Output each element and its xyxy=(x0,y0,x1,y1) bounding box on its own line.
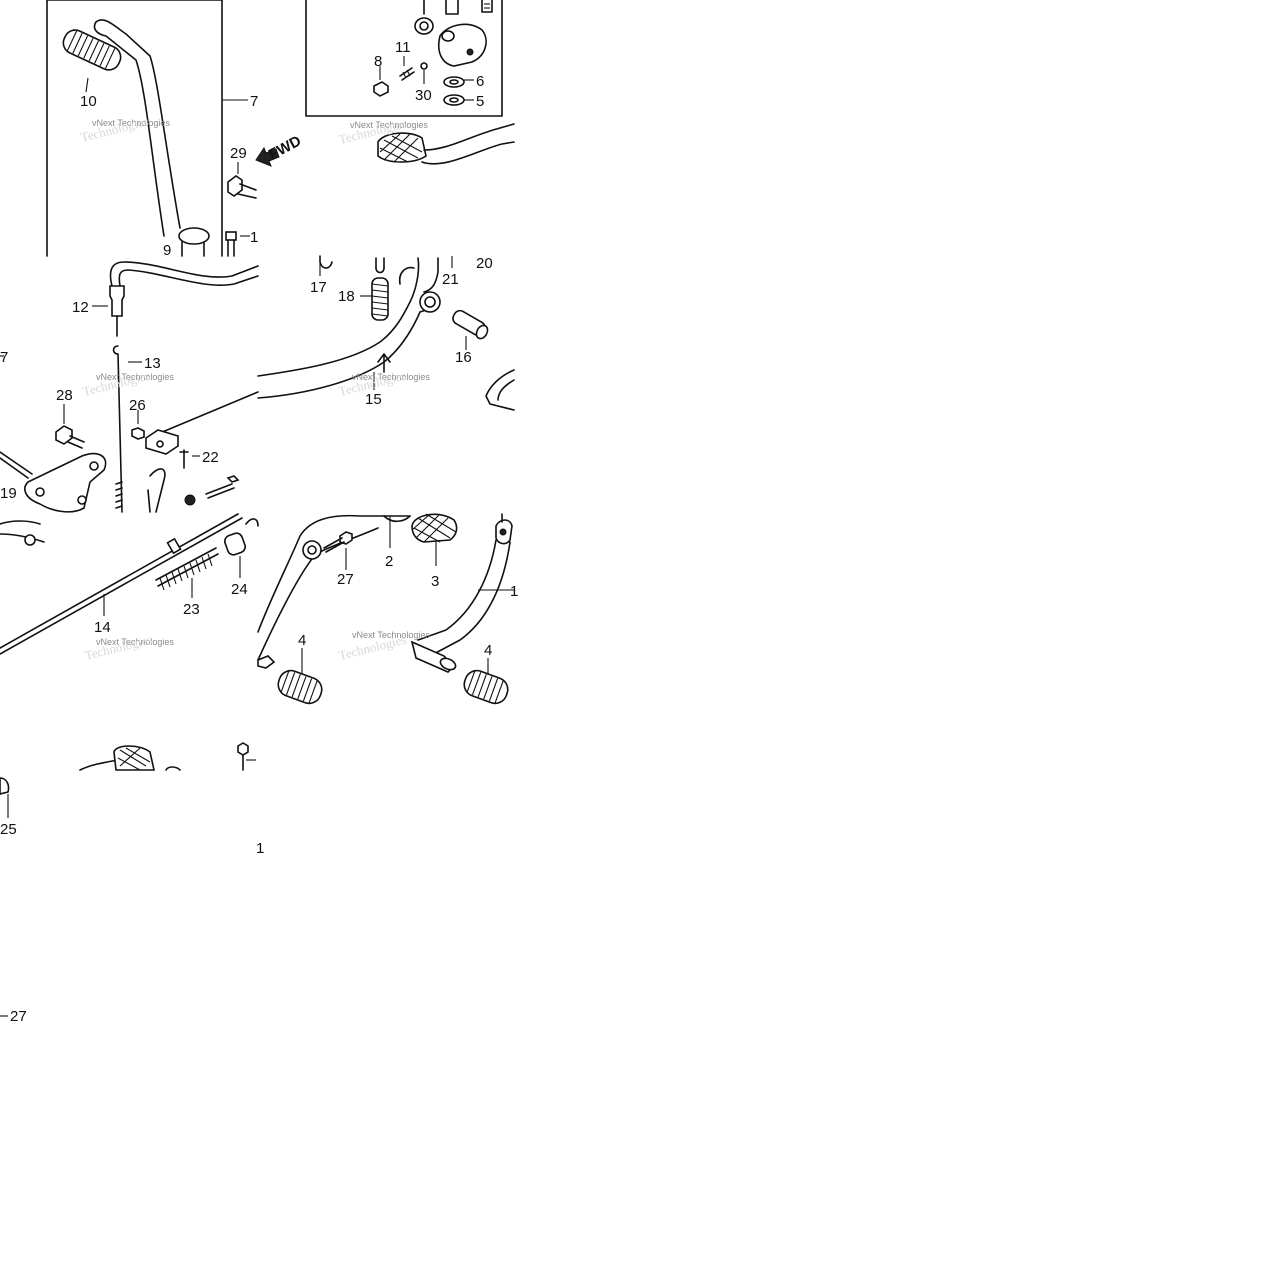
fwd-arrow-icon xyxy=(255,146,280,167)
callout-7b: 7 xyxy=(0,349,8,366)
callout-1c: 1 xyxy=(256,840,264,857)
callout-1b: 1 xyxy=(510,583,518,600)
callout-9: 9 xyxy=(163,242,171,259)
callout-7a: 7 xyxy=(250,93,258,110)
panel-brake-pedal: 17 18 21 20 16 15 vNext Technologies Tec… xyxy=(257,255,515,411)
watermark: vNext Technologies xyxy=(96,637,174,647)
callout-16: 16 xyxy=(455,349,472,366)
rubber-4-left-part xyxy=(277,648,323,705)
callout-23: 23 xyxy=(183,601,200,618)
callout-6: 6 xyxy=(476,73,484,90)
panel-rod-spring: 14 23 24 vNext Technologies Technologies xyxy=(0,513,259,663)
callout-30: 30 xyxy=(415,87,432,104)
kick-arm-part xyxy=(93,19,210,257)
watermark: vNext Technologies xyxy=(350,120,428,130)
callout-2: 2 xyxy=(385,553,393,570)
bolt-1-part xyxy=(225,231,250,257)
callout-8: 8 xyxy=(374,53,382,70)
panel-shift-assembly: 8 11 30 6 5 vNext Technologies Technolog… xyxy=(305,0,515,165)
callout-19: 19 xyxy=(0,485,17,502)
watermark: vNext Technologies xyxy=(352,372,430,382)
callout-27a: 27 xyxy=(10,1008,27,1025)
bolt-29-part xyxy=(227,162,257,199)
rubber-4-right-part xyxy=(463,658,509,705)
watermark: vNext Technologies xyxy=(92,118,170,128)
panel-footrest-fragment: 25 27 xyxy=(0,742,256,1025)
callout-28: 28 xyxy=(56,387,73,404)
callout-26: 26 xyxy=(129,397,146,414)
callout-20: 20 xyxy=(476,255,493,272)
callout-29: 29 xyxy=(230,145,247,162)
callout-15: 15 xyxy=(365,391,382,408)
panel-pedals-rubbers: 2 27 3 1 4 4 7 1 vNext Technologies Tech… xyxy=(0,349,518,857)
callout-25: 25 xyxy=(0,821,17,838)
callout-18: 18 xyxy=(338,288,355,305)
watermark: vNext Technologies xyxy=(352,630,430,640)
callout-11: 11 xyxy=(395,39,411,56)
callout-10: 10 xyxy=(80,93,97,110)
callout-5: 5 xyxy=(476,93,484,110)
callout-27b: 27 xyxy=(337,571,354,588)
kick-grip-part xyxy=(62,29,122,71)
callout-4a: 4 xyxy=(298,632,306,649)
fwd-label: FWD xyxy=(266,132,304,163)
callout-22: 22 xyxy=(202,449,219,466)
callout-13: 13 xyxy=(144,355,161,372)
callout-24: 24 xyxy=(231,581,248,598)
panel-brake-rod: 12 13 28 26 22 19 vNext Technologies Tec… xyxy=(0,261,259,546)
callout-4b: 4 xyxy=(484,642,492,659)
callout-21: 21 xyxy=(442,271,459,288)
watermark: vNext Technologies xyxy=(96,372,174,382)
callout-12: 12 xyxy=(72,299,89,316)
callout-3: 3 xyxy=(431,573,439,590)
panel-kick-arm: FWD 10 7 29 9 1 vNext Technologies Techn… xyxy=(46,0,304,259)
callout-17: 17 xyxy=(310,279,327,296)
callout-14: 14 xyxy=(94,619,111,636)
callout-1a: 1 xyxy=(250,229,258,246)
bolt-28-part xyxy=(55,404,85,449)
